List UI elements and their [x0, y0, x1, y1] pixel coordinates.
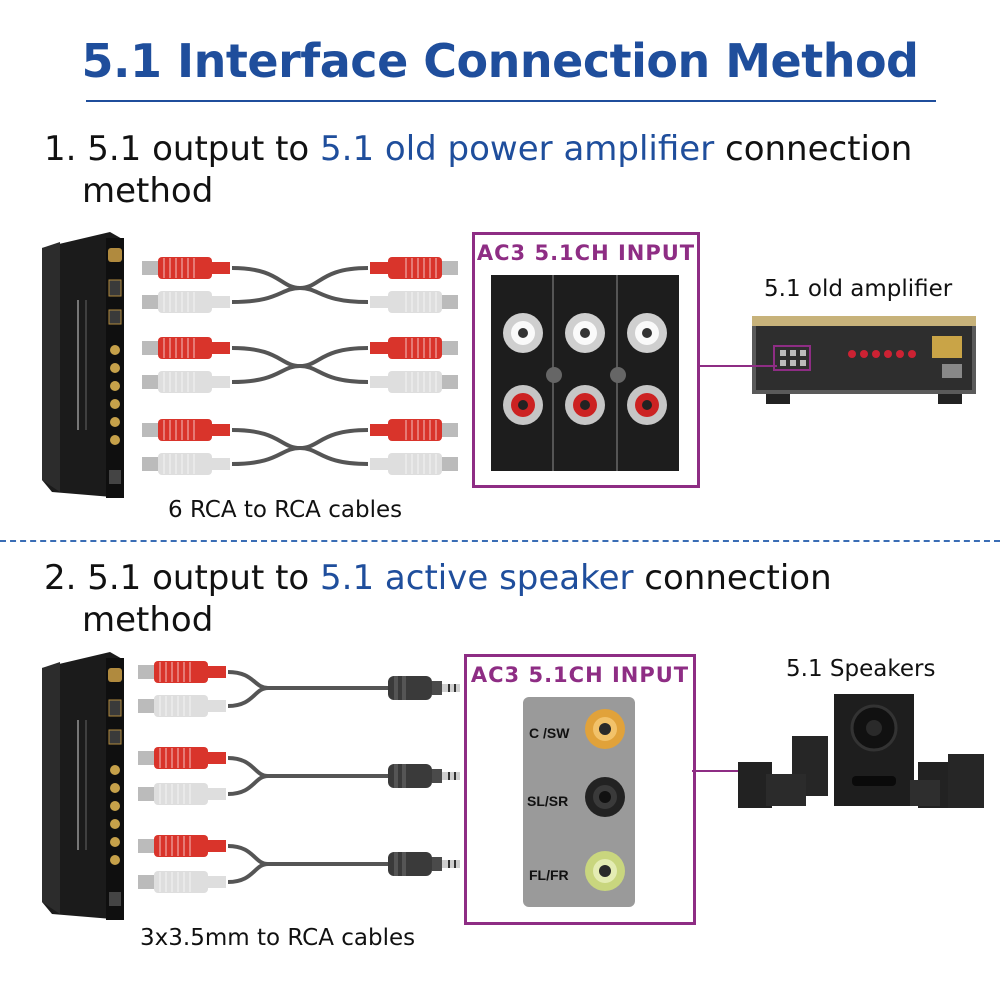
- section2-heading-prefix: 2. 5.1 output to: [44, 558, 321, 598]
- section1-cable-caption: 6 RCA to RCA cables: [168, 497, 403, 523]
- section-separator: [0, 540, 1000, 542]
- section1-input-panel: AC3 5.1CH INPUT: [472, 232, 700, 488]
- white-jack: [565, 313, 605, 353]
- section2-connector-line: [692, 770, 738, 772]
- section1-heading-highlight: 5.1 old power amplifier: [320, 129, 715, 169]
- section1-heading-prefix: 1. 5.1 output to: [44, 129, 321, 169]
- mini-jack-cable-2: [137, 746, 460, 806]
- rca-cable-pair-3: [141, 418, 459, 476]
- mini-jack-panel: C /SW SL/SR FL/FR: [523, 697, 635, 907]
- mini-jack-cable-set: [137, 660, 460, 894]
- jack-label-flfr: FL/FR: [529, 867, 569, 883]
- jack-label-slsr: SL/SR: [527, 793, 569, 809]
- mini-jack-cable-1: [137, 660, 460, 718]
- section2-heading-line2: method: [82, 600, 214, 640]
- red-jack: [565, 385, 605, 425]
- decoder-unit-2: [42, 652, 124, 920]
- orange-jack: [585, 709, 625, 749]
- rca-cable-set: [141, 256, 459, 476]
- white-jack: [627, 313, 667, 353]
- section2-heading-suffix: connection: [633, 558, 832, 598]
- speaker-system-image: [738, 694, 984, 808]
- section1-heading-suffix: connection: [714, 129, 913, 169]
- section2-heading: 2. 5.1 output to 5.1 active speaker conn…: [44, 557, 944, 641]
- section1-heading: 1. 5.1 output to 5.1 old power amplifier…: [44, 128, 944, 212]
- section2-device-label: 5.1 Speakers: [786, 656, 936, 682]
- red-jack: [627, 385, 667, 425]
- section1-device-label: 5.1 old amplifier: [764, 276, 953, 302]
- section2-cable-caption: 3x3.5mm to RCA cables: [140, 925, 416, 951]
- title-underline: [86, 100, 936, 102]
- section2-input-title: AC3 5.1CH INPUT: [470, 663, 690, 687]
- decoder-unit-1: [42, 232, 124, 498]
- black-jack: [585, 777, 625, 817]
- section1-input-title: AC3 5.1CH INPUT: [476, 241, 696, 265]
- section1-heading-line2: method: [82, 171, 214, 211]
- page-title: 5.1 Interface Connection Method: [81, 34, 919, 88]
- rca-cable-pair-2: [141, 336, 459, 394]
- section2-input-panel: AC3 5.1CH INPUT C /SW SL/SR FL/FR: [464, 654, 696, 925]
- rca-jack-panel: [491, 275, 679, 471]
- green-jack: [585, 851, 625, 891]
- white-jack: [503, 313, 543, 353]
- amplifier-image: [752, 316, 976, 404]
- rca-cable-pair-1: [141, 256, 459, 314]
- amplifier-link-line: [697, 365, 777, 367]
- red-jack: [503, 385, 543, 425]
- mini-jack-cable-3: [137, 834, 460, 894]
- section2-heading-highlight: 5.1 active speaker: [320, 558, 634, 598]
- jack-label-csw: C /SW: [529, 725, 570, 741]
